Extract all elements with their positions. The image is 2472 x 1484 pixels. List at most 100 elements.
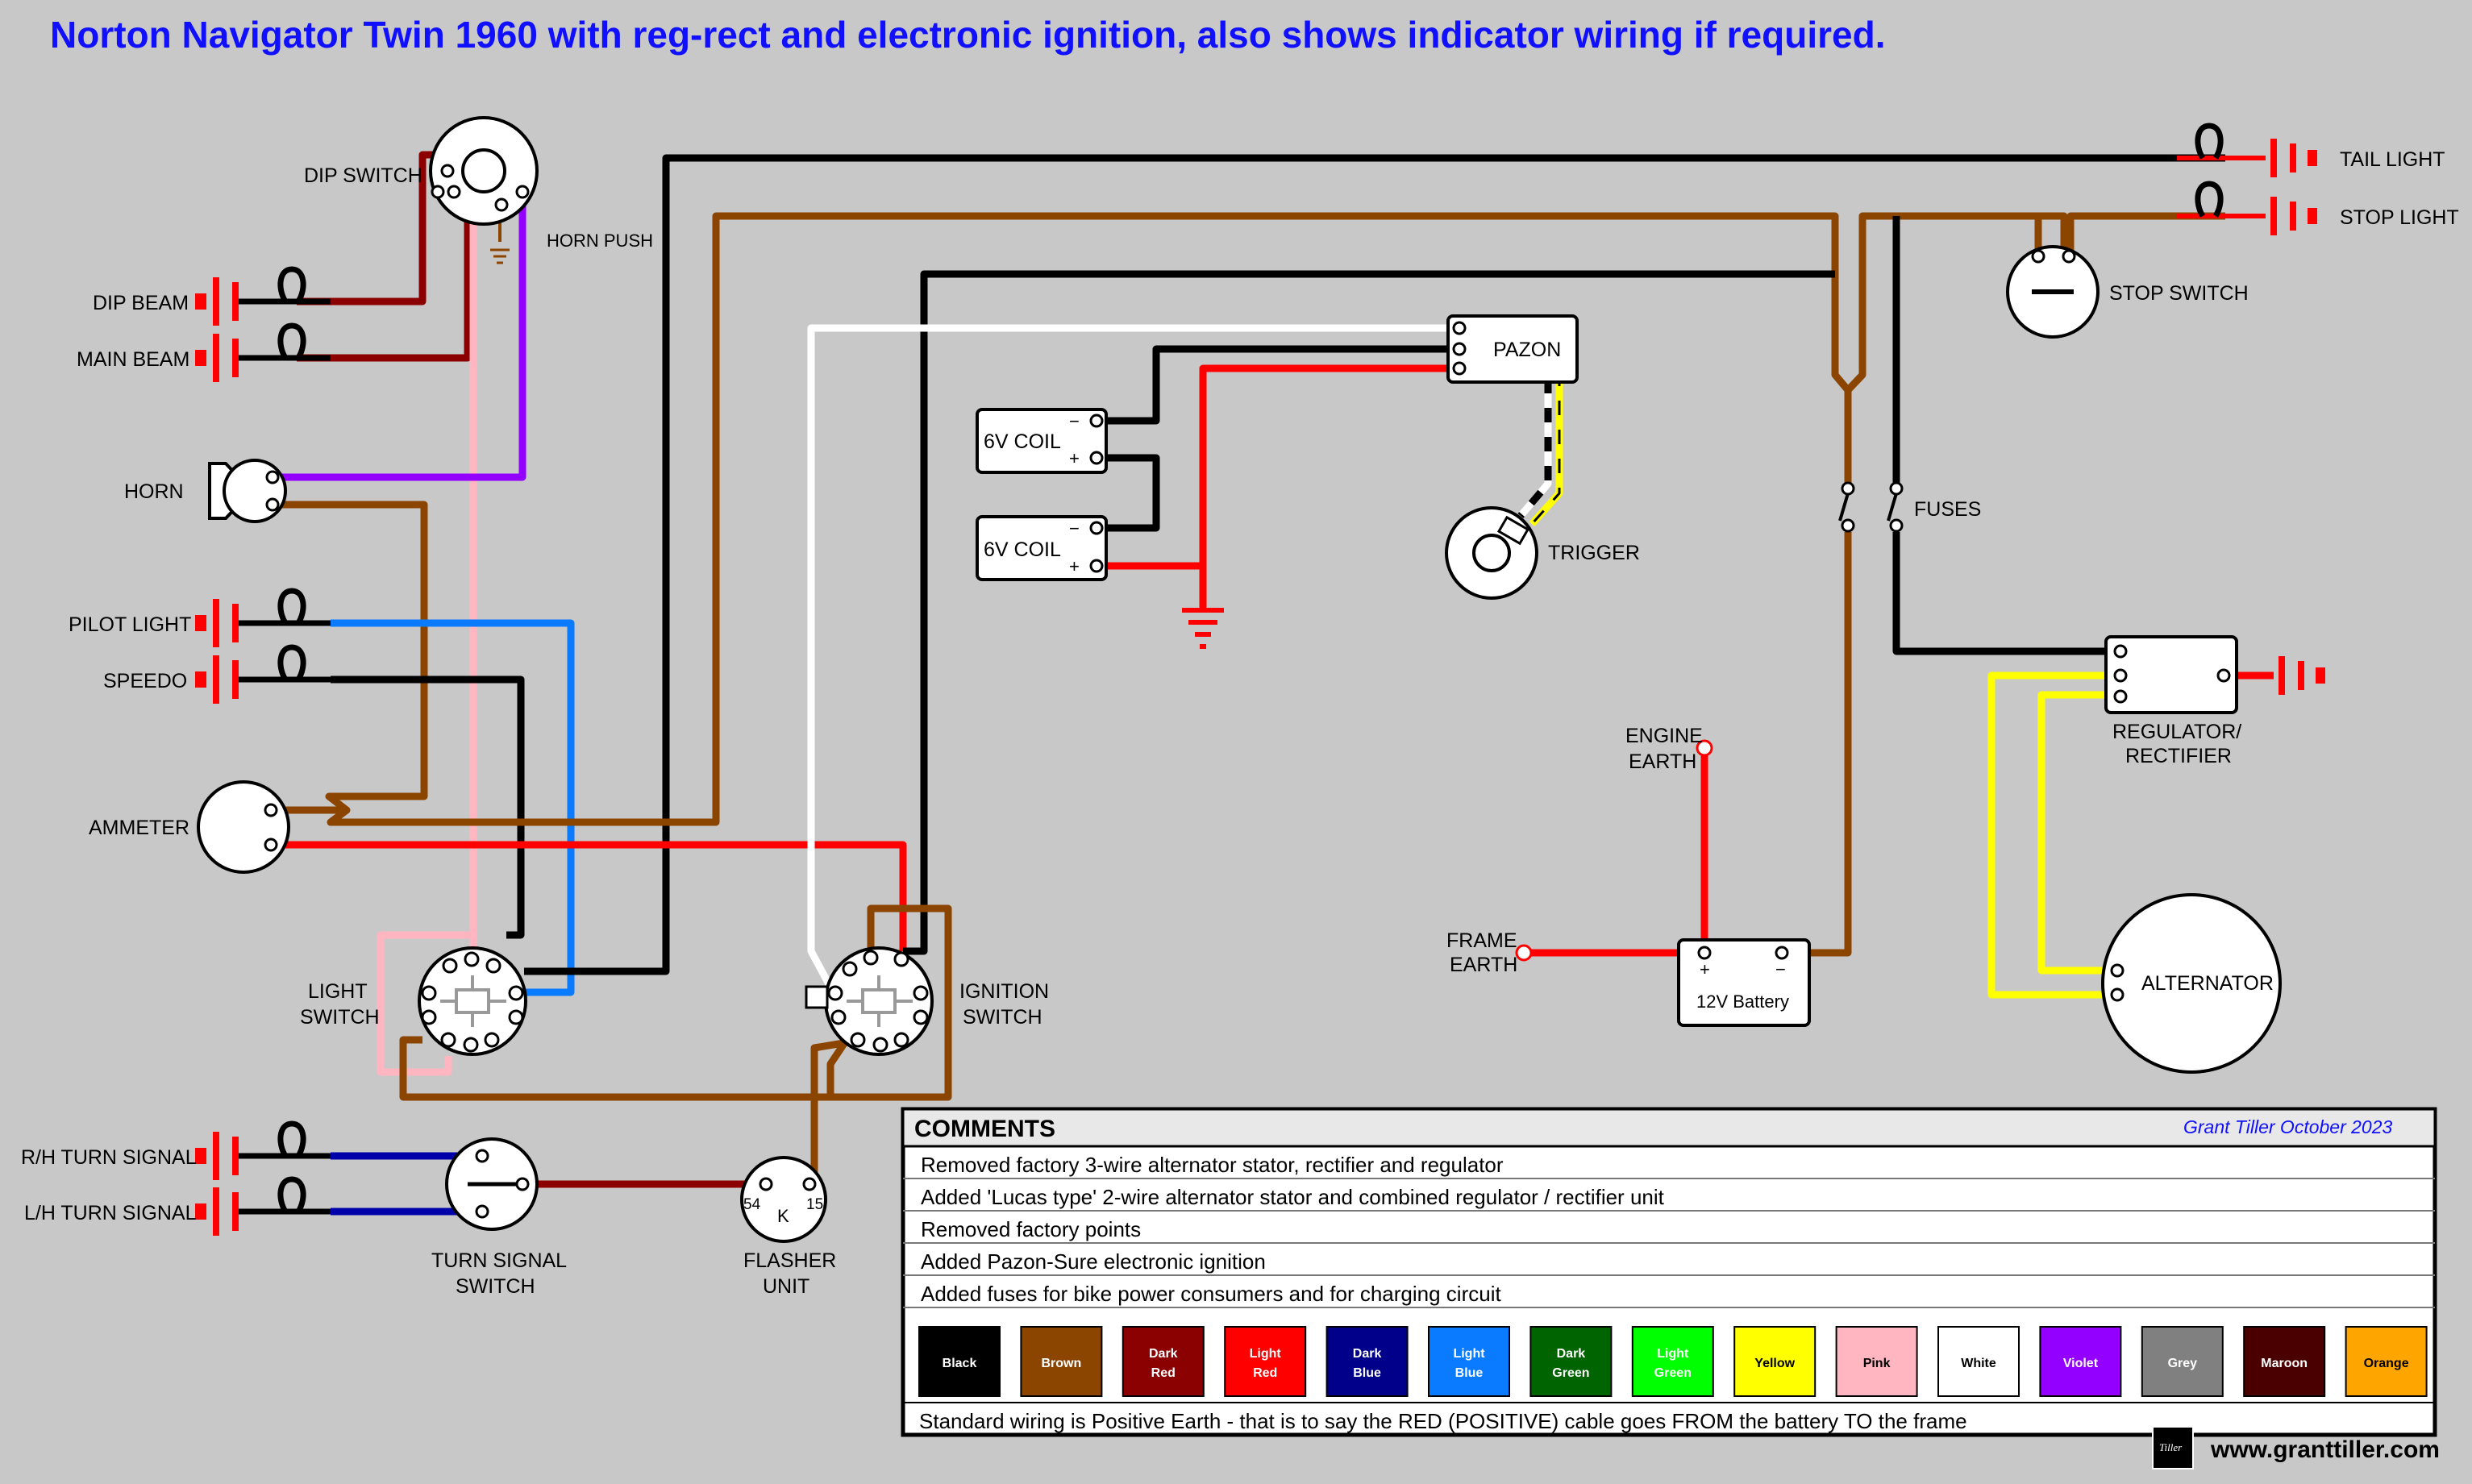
wire-fuse-left [1782, 390, 1852, 957]
flasher-k: K [777, 1206, 789, 1226]
battery [1677, 938, 1811, 1027]
comment-row: Removed factory points [921, 1217, 1141, 1241]
coil-bottom [976, 515, 1108, 581]
wire-trigger-y-dash [1530, 379, 1561, 526]
tail-light-lamp [2195, 123, 2317, 177]
flasher-label-2: UNIT [763, 1275, 809, 1298]
coil-top-label: 6V COIL [984, 430, 1061, 453]
wire-coil-black-2 [1105, 454, 1160, 532]
rh-turn-lamp [195, 1120, 331, 1180]
comments-heading: COMMENTS [914, 1116, 1055, 1142]
color-swatch-label: Red [1253, 1366, 1277, 1380]
flasher-label-1: FLASHER [743, 1249, 836, 1272]
ammeter-icon [197, 780, 290, 874]
color-swatch: Brown [1020, 1326, 1103, 1397]
frame-earth-label-1: FRAME [1446, 929, 1517, 952]
coil-bottom-minus: − [1069, 518, 1080, 538]
color-swatch-label: White [1961, 1357, 1996, 1370]
dip-switch-label: DIP SWITCH [304, 164, 422, 187]
wire-main-beam [297, 188, 472, 362]
pazon-unit [1446, 314, 1579, 384]
color-swatch-label: Green [1654, 1366, 1692, 1380]
color-swatch: Pink [1835, 1326, 1918, 1397]
color-swatch-label: Blue [1353, 1366, 1381, 1380]
color-swatch-label: Green [1552, 1366, 1589, 1380]
alternator [2101, 893, 2282, 1074]
horn-label: HORN [124, 480, 184, 503]
wire-black-top [524, 154, 2225, 975]
color-swatch: Maroon [2243, 1326, 2326, 1397]
color-swatch: Orange [2345, 1326, 2428, 1397]
color-swatch: White [1937, 1326, 2020, 1397]
pilot-light-lamp [195, 588, 331, 647]
speedo-label: SPEEDO [103, 670, 187, 692]
ignition-switch-label-2: SWITCH [963, 1006, 1042, 1029]
comment-row: Added 'Lucas type' 2-wire alternator sta… [921, 1185, 1665, 1209]
coil-bottom-plus: + [1069, 556, 1080, 576]
color-swatch-label: Light [1657, 1347, 1689, 1361]
frame-earth-icon [1515, 944, 1533, 962]
wire-alt-yellow-2 [2037, 691, 2112, 975]
color-swatch: Yellow [1733, 1326, 1817, 1397]
wire-white [807, 324, 1450, 996]
horn-push-label: HORN PUSH [547, 231, 653, 251]
lh-turn-label: L/H TURN SIGNAL [24, 1202, 197, 1224]
color-swatch-label: Black [943, 1357, 977, 1370]
color-swatch-label: Red [1151, 1366, 1176, 1380]
battery-label: 12V Battery [1696, 991, 1789, 1012]
wire-pink-loop [377, 931, 472, 1076]
wire-stop-brown [2066, 212, 2225, 256]
color-swatch: Violet [2039, 1326, 2122, 1397]
color-swatch-label: Violet [2063, 1357, 2099, 1370]
stop-light-lamp [2195, 181, 2317, 235]
color-swatch-label: Yellow [1754, 1357, 1795, 1370]
comment-row: Removed factory 3-wire alternator stator… [921, 1153, 1504, 1177]
wire-flasher-brown [810, 1036, 864, 1189]
wires [274, 151, 2274, 1216]
wire-ammeter-red [274, 841, 907, 951]
turn-signal-switch [445, 1137, 539, 1231]
ammeter-label: AMMETER [89, 817, 189, 839]
flasher-unit [740, 1156, 827, 1243]
regulator-rectifier [2104, 635, 2325, 714]
stop-switch [2006, 245, 2100, 339]
wire-trigger-bw-dash [1517, 379, 1552, 518]
ignition-switch [805, 946, 934, 1056]
rh-turn-label: R/H TURN SIGNAL [21, 1146, 197, 1169]
wire-brown-main [274, 212, 2068, 826]
coil-bottom-label: 6V COIL [984, 538, 1061, 561]
dip-beam-lamp [195, 266, 331, 326]
color-swatch-label: Dark [1557, 1347, 1586, 1361]
color-swatch: Black [918, 1326, 1001, 1397]
trigger-icon [1445, 506, 1538, 600]
tiller-logo [2152, 1426, 2194, 1469]
battery-minus: − [1775, 959, 1786, 979]
trigger-label: TRIGGER [1548, 542, 1640, 564]
wire-ignition-black [903, 270, 1835, 955]
regrect-label-2: RECTIFIER [2125, 745, 2232, 767]
wire-horn-brown [276, 501, 428, 813]
website-link[interactable]: www.granttiller.com [2210, 1436, 2440, 1463]
dip-switch [429, 116, 539, 264]
wire-speedo-black [331, 675, 525, 939]
color-swatch-label: Blue [1455, 1366, 1484, 1380]
engine-earth-label-1: ENGINE [1625, 725, 1703, 747]
pazon-label: PAZON [1493, 339, 1561, 361]
color-swatch: Grey [2141, 1326, 2224, 1397]
wire-violet [276, 203, 526, 481]
color-swatch-label: Dark [1149, 1347, 1178, 1361]
color-swatch-label: Brown [1042, 1357, 1082, 1370]
alternator-label: ALTERNATOR [2141, 972, 2274, 995]
wire-alt-yellow-1 [1987, 671, 2112, 999]
page-title: Norton Navigator Twin 1960 with reg-rect… [50, 14, 1886, 56]
wire-pink [454, 167, 477, 959]
comment-row: Added Pazon-Sure electronic ignition [921, 1249, 1266, 1274]
turn-switch-label-2: SWITCH [456, 1275, 535, 1298]
wire-coil-black-1 [1105, 345, 1451, 425]
speedo-lamp [195, 644, 331, 704]
light-switch-label-1: LIGHT [308, 980, 368, 1003]
